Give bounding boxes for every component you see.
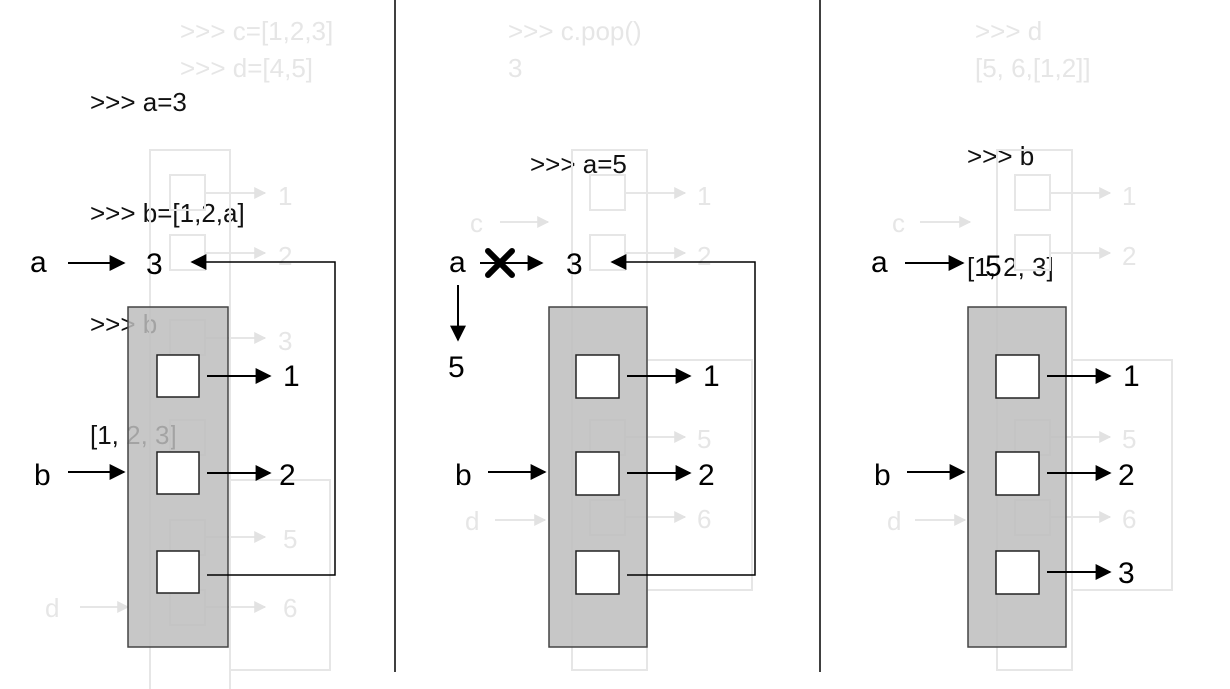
var-b-label: b [34,459,51,492]
panel-1: a b 3 1 2 [30,246,336,648]
ghost-code-line: >>> c=[1,2,3] [180,16,333,46]
list-slot [995,550,1040,595]
ghost-value: 3 [278,326,292,356]
ghost-var-c: c [892,208,905,238]
ghost-code-line: 3 [508,53,522,83]
ghost-value: 5 [697,424,711,454]
code-line: >>> b=[1,2,a] [90,198,245,228]
ghost-value: 6 [283,593,297,623]
ghost-value: 1 [697,181,711,211]
ghost-value: 2 [278,241,292,271]
list-slot [575,550,620,595]
ghost-code-line: >>> d=[4,5] [180,53,313,83]
ghost-value: 5 [283,524,297,554]
list-element-value: 3 [1118,557,1135,590]
var-a-label: a [449,246,466,279]
list-element-value: 2 [279,459,296,492]
panel-3: a b 5 1 2 3 [871,246,1140,648]
reference-arrow [190,254,336,576]
var-a-label: a [871,246,888,279]
int-object-value: 5 [985,250,1002,283]
ghost-value: 5 [1122,424,1136,454]
list-element-value: 2 [698,459,715,492]
var-b-label: b [874,459,891,492]
code-line: >>> b [967,141,1035,171]
reference-arrow [610,254,756,576]
ghost-code-line: >>> c.pop() [508,16,642,46]
list-element-value: 2 [1118,459,1135,492]
list-element-value: 1 [283,360,300,393]
list-slot [156,451,200,495]
int-object-value: 3 [566,248,583,281]
list-slot [575,451,620,496]
code-line: [1, 2, 3] [967,252,1054,282]
cross-icon [485,248,515,278]
list-slot [156,550,200,594]
list-element-value: 1 [703,360,720,393]
ghost-code-line: >>> d [975,16,1042,46]
ghost-var-d: d [45,593,59,623]
panel-2: a b 3 5 1 2 [448,246,756,648]
ghost-value: 1 [278,181,292,211]
ghost-value: 6 [697,504,711,534]
ghost-code-line: [5, 6,[1,2]] [975,53,1091,83]
ghost-value: 6 [1122,504,1136,534]
ghost-value: 1 [1122,181,1136,211]
ghost-value: 2 [1122,241,1136,271]
list-slot [156,354,200,398]
new-int-object-value: 5 [448,351,465,384]
code-line: >>> a=3 [90,87,187,117]
ghost-var-d: d [465,506,479,536]
ghost-var-c: c [470,208,483,238]
list-slot [575,354,620,399]
ghost-labels: >>> c=[1,2,3] >>> d=[4,5] 1 2 3 5 6 d >>… [45,16,1136,623]
var-b-label: b [455,459,472,492]
ghost-value: 2 [697,241,711,271]
list-slot [995,354,1040,399]
list-slot [995,451,1040,496]
var-a-label: a [30,246,47,279]
list-element-value: 1 [1123,360,1140,393]
ghost-var-d: d [887,506,901,536]
panel3-code: >>> b [1, 2, 3] [967,64,1054,323]
int-object-value: 3 [146,248,163,281]
